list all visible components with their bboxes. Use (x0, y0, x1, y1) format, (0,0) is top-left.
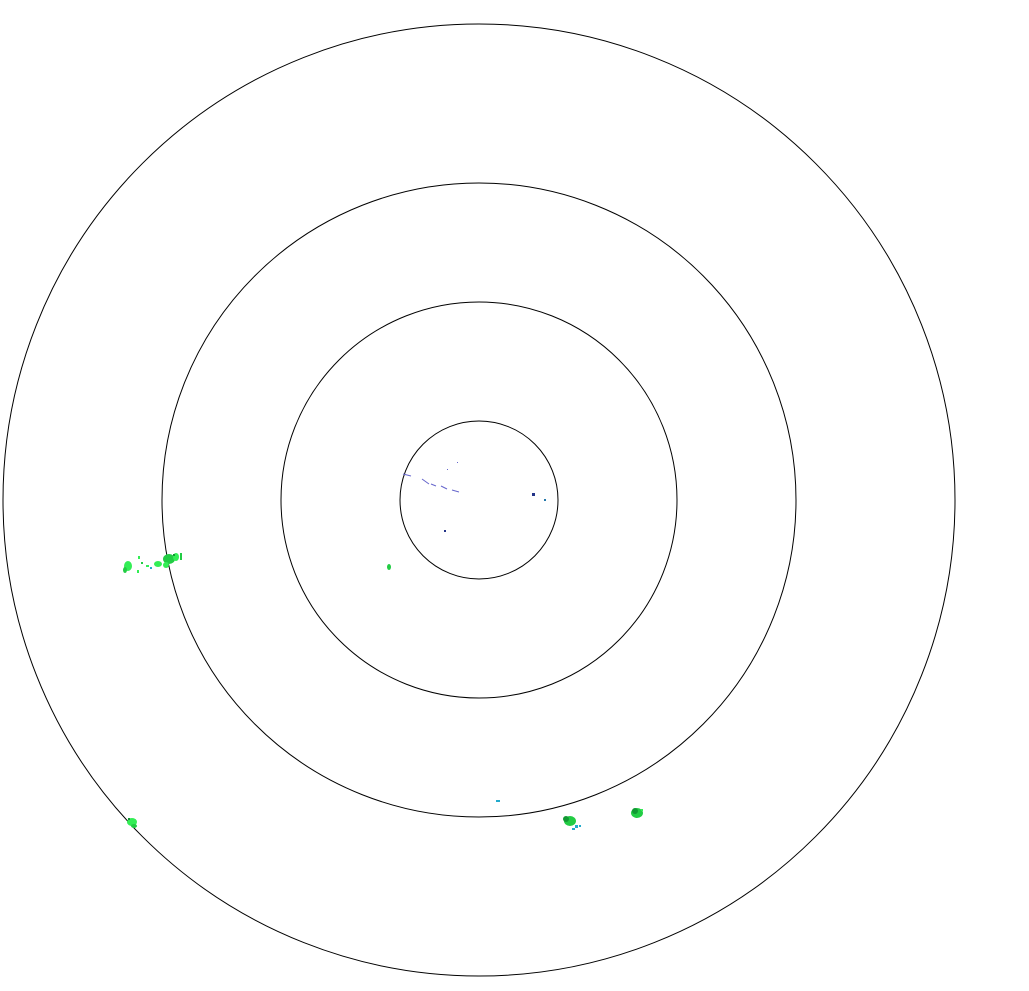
range-ring-2 (280, 301, 678, 699)
range-ring-3 (161, 182, 797, 818)
echo-small-center-southwest (387, 564, 391, 570)
echo-near-center (402, 462, 546, 532)
echo-cluster-south (496, 800, 581, 830)
echo-cluster-southeast (631, 808, 643, 818)
range-ring-4 (2, 23, 956, 977)
echo-cluster-southwest (127, 818, 137, 828)
range-ring-1 (399, 420, 559, 580)
echo-cluster-west (123, 553, 182, 573)
range-rings (2, 23, 956, 977)
